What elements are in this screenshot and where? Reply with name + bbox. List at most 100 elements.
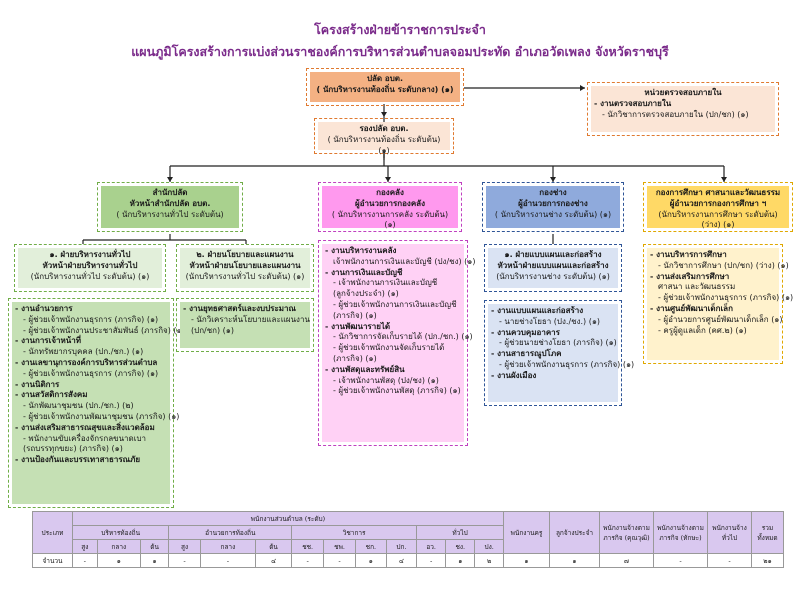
list-item: - นักวิเคราะห์นโยบายและแผนงาน xyxy=(191,314,310,324)
list-item: - พนักงานขับเครื่องจักรกลขนาดเบา xyxy=(23,433,147,443)
table-cell: ๒ xyxy=(474,553,504,568)
table-col-header: พนักงานครู xyxy=(503,511,550,554)
list-general-box: - งานอำนวยการ- ผู้ช่วยเจ้าพนักงานธุรการ … xyxy=(8,298,185,508)
dept-engineering-name: กองช่าง xyxy=(539,188,567,197)
audit-box: หน่วยตรวจสอบภายใน - งานตรวจสอบภายใน - นั… xyxy=(587,82,779,136)
table-level-header: ต้น xyxy=(139,539,170,554)
list-item: - ผู้ช่วยเจ้าพนักงานธุรการ (ภารกิจ) (๑) xyxy=(23,368,159,378)
table-cell: - xyxy=(653,553,708,568)
list-item: - งานควบคุมอาคาร xyxy=(491,327,560,337)
table-cell: - xyxy=(168,553,201,568)
list-item: - งานการเจ้าหน้าที่ xyxy=(15,336,82,346)
section-general-name: ๑. ฝ่ายบริหารงานทั่วไป xyxy=(49,250,131,259)
section-general-head: หัวหน้าฝ่ายบริหารงานทั่วไป xyxy=(42,260,138,270)
audit-title: หน่วยตรวจสอบภายใน xyxy=(644,88,722,97)
list-item: - ผู้ช่วยเจ้าพนักงานประชาสัมพันธ์ (ภารกิ… xyxy=(23,325,185,335)
table-cell: ๑ xyxy=(503,553,550,568)
list-item: - งานสวัสดิการสังคม xyxy=(15,390,88,400)
list-item: - งานนิติการ xyxy=(15,379,60,389)
list-item: - ผู้ช่วยเจ้าพนักงานพัสดุ (ภารกิจ) (๑) xyxy=(333,386,461,396)
section-design-box: ๑. ฝ่ายแบบแผนและก่อสร้าง หัวหน้าฝ่ายแบบแ… xyxy=(484,244,622,292)
table-level-header: ต้น xyxy=(254,539,293,554)
table-level-header: กลาง xyxy=(96,539,141,554)
list-item: เจ้าพนักงานการเงินและบัญชี (ปง/ชง) (๑) xyxy=(333,256,476,266)
dept-education-sub: (นักบริหารงานการศึกษา ระดับต้น) (ว่าง) (… xyxy=(658,209,778,230)
dept-finance-box: กองคลัง ผู้อำนวยการกองคลัง ( นักบริหารงา… xyxy=(318,182,462,232)
table-level-header: ปก. xyxy=(385,539,418,554)
dept-finance-sub: ( นักบริหารงานการคลัง ระดับต้น) (๑) xyxy=(331,209,449,230)
dept-engineering-head: ผู้อำนวยการกองช่าง xyxy=(518,198,588,208)
table-cell: ๑ xyxy=(139,553,170,568)
list-item: - งานส่งเสริมการศึกษา xyxy=(650,271,730,281)
top-chief-box: ปลัด อบต. ( นักบริหารงานท้องถิ่น ระดับกล… xyxy=(306,68,464,106)
list-item: - งานส่งเสริมสาธารณสุขและสิ่งแวดล้อม xyxy=(15,422,155,432)
deputy-sub: ( นักบริหารงานท้องถิ่น ระดับต้น) (๑) xyxy=(327,134,441,155)
list-item: - งานป้องกันและบรรเทาสาธารณภัย xyxy=(15,455,141,465)
list-item: - งานพัฒนารายได้ xyxy=(325,321,391,331)
table-row-header: ประเภท xyxy=(32,511,73,554)
list-item: - ครูผู้ดูแลเด็ก (คศ.๒) (๑) xyxy=(658,325,747,335)
table-cell: ๑ xyxy=(354,553,387,568)
dept-office-head: หัวหน้าสำนักปลัด อบต. xyxy=(129,198,211,208)
table-cell: - xyxy=(291,553,325,568)
list-engineering-box: - งานแบบแผนและก่อสร้าง- นายช่างโยธา (ปง.… xyxy=(484,300,635,406)
list-item: - งานสาธารณูปโภค xyxy=(491,349,562,359)
list-item: - งานศูนย์พัฒนาเด็กเล็ก xyxy=(650,303,733,313)
deputy-title: รองปลัด อบต. xyxy=(359,124,409,133)
list-item: (รถบรรทุกขยะ) (ภารกิจ) (๑) xyxy=(23,444,123,454)
list-item: (ภารกิจ) (๑) xyxy=(333,353,377,363)
list-item: - ผู้ช่วยเจ้าพนักงานธุรการ (ภารกิจ) (๑) xyxy=(23,314,159,324)
table-group-header: พนักงานส่วนตำบล (ระดับ) xyxy=(72,511,504,526)
dept-education-box: กองการศึกษา ศาสนาและวัฒนธรรม ผู้อำนวยการ… xyxy=(643,182,793,232)
list-item: - งานอำนวยการ xyxy=(15,304,73,313)
audit-item: - งานตรวจสอบภายใน xyxy=(594,98,672,108)
list-item: - ผู้ช่วยเจ้าพนักงานการเงินและบัญชี xyxy=(333,299,457,309)
list-item: - นักทรัพยากรบุคคล (ปก./ชก.) (๑) xyxy=(23,347,144,357)
list-item: - งานเลขานุการองค์การบริหารส่วนตำบล xyxy=(15,357,158,367)
table-level-header: ชก. xyxy=(354,539,387,554)
list-item: - ผู้ช่วยเจ้าพนักงานธุรการ (ภารกิจ) (๑) xyxy=(499,359,635,369)
table-cell: - xyxy=(323,553,356,568)
list-item: - ผู้ช่วยนายช่างโยธา (ภารกิจ) (๑) xyxy=(499,338,617,348)
table-cell: ๑ xyxy=(96,553,141,568)
top-chief-sub: ( นักบริหารงานท้องถิ่น ระดับกลาง) (๑) xyxy=(316,84,454,94)
list-item: - งานผังเมือง xyxy=(491,370,537,380)
table-cell: - xyxy=(416,553,447,568)
table-cell: - xyxy=(199,553,256,568)
table-sub-header: ทั่วไป xyxy=(416,525,504,540)
list-item: - ผู้ช่วยเจ้าพนักงานพัฒนาชุมชน (ภารกิจ) … xyxy=(23,411,180,421)
list-item: - งานแบบแผนและก่อสร้าง xyxy=(491,306,584,315)
table-col-header: พนักงานจ้างทั่วไป xyxy=(707,511,752,554)
section-policy-name: ๒. ฝ่ายนโยบายและแผนงาน xyxy=(196,250,294,259)
table-row-label: จำนวน xyxy=(32,553,73,568)
list-item: - ผู้อำนวยการศูนย์พัฒนาเด็กเล็ก (๑) xyxy=(658,314,783,324)
deputy-box: รองปลัด อบต. ( นักบริหารงานท้องถิ่น ระดั… xyxy=(314,118,454,155)
table-level-header: อว. xyxy=(416,539,447,554)
section-general-box: ๑. ฝ่ายบริหารงานทั่วไป หัวหน้าฝ่ายบริหาร… xyxy=(14,244,166,292)
table-cell: - xyxy=(707,553,752,568)
list-item: - นักวิชาการจัดเก็บรายได้ (ปก./ชก.) (๑) xyxy=(333,332,473,342)
section-policy-sub: (นักบริหารงานทั่วไป ระดับต้น) (๑) xyxy=(185,271,305,281)
table-cell: ๑ xyxy=(445,553,476,568)
list-item: ศาสนา และวัฒนธรรม xyxy=(658,282,736,292)
table-cell: - xyxy=(72,553,98,568)
section-policy-box: ๒. ฝ่ายนโยบายและแผนงาน หัวหน้าฝ่ายนโยบาย… xyxy=(176,244,314,292)
table-cell: ๔ xyxy=(385,553,418,568)
dept-office-box: สำนักปลัด หัวหน้าสำนักปลัด อบต. ( นักบริ… xyxy=(97,182,243,232)
section-general-sub: (นักบริหารงานทั่วไป ระดับต้น) (๑) xyxy=(30,271,150,281)
chart-subtitle: แผนภูมิโครงสร้างการแบ่งส่วนราชองค์การบริ… xyxy=(131,44,669,59)
list-item: - เจ้าพนักงานพัสดุ (ปง/ชง) (๑) xyxy=(333,375,439,385)
table-sub-header: อำนวยการท้องถิ่น xyxy=(168,525,293,540)
list-item: - งานพัสดุและทรัพย์สิน xyxy=(325,364,405,374)
table-level-header: สูง xyxy=(72,539,98,554)
table-cell: ๔ xyxy=(254,553,293,568)
table-cell: ๒๑ xyxy=(751,553,784,568)
list-policy-box: - งานยุทธศาสตร์และงบประมาณ- นักวิเคราะห์… xyxy=(176,298,314,352)
section-design-sub: (นักบริหารงานช่าง ระดับต้น) (๑) xyxy=(496,271,610,281)
dept-education-head: ผู้อำนวยการกองการศึกษา ฯ xyxy=(669,198,767,208)
table-col-header: พนักงานจ้างตามภารกิจ (ทักษะ) xyxy=(653,511,708,554)
dept-education-name: กองการศึกษา ศาสนาและวัฒนธรรม xyxy=(655,188,781,197)
dept-engineering-box: กองช่าง ผู้อำนวยการกองช่าง ( นักบริหารงา… xyxy=(482,182,624,232)
table-cell: ๑ xyxy=(549,553,600,568)
